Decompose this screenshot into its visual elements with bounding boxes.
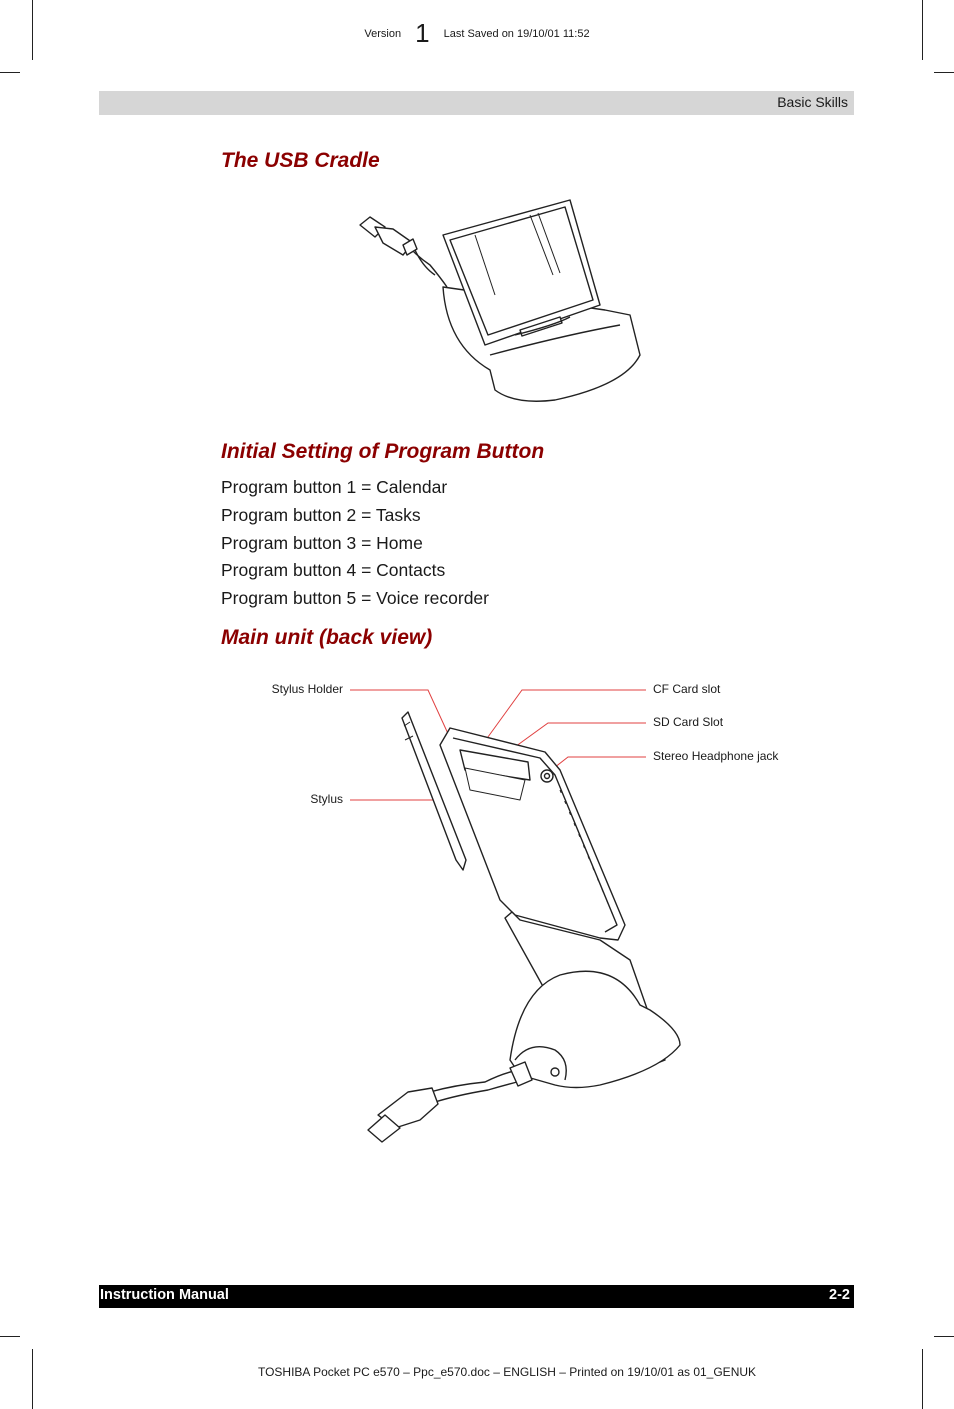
crop-mark xyxy=(922,0,923,60)
chapter-title: Basic Skills xyxy=(777,94,848,110)
manual-title: Instruction Manual xyxy=(100,1287,229,1303)
program-button-list: Program button 1 = Calendar Program butt… xyxy=(221,474,489,613)
version-label: Version xyxy=(364,28,402,40)
callout-headphone-jack: Stereo Headphone jack xyxy=(653,749,779,763)
crop-mark xyxy=(0,1336,20,1337)
running-footer: Instruction Manual 2-2 xyxy=(99,1285,854,1308)
callout-sd-card-slot: SD Card Slot xyxy=(653,715,724,729)
list-item: Program button 3 = Home xyxy=(221,532,423,553)
list-item: Program button 2 = Tasks xyxy=(221,504,421,525)
crop-mark xyxy=(0,72,20,73)
callout-stylus-holder: Stylus Holder xyxy=(271,682,343,696)
back-view-heading: Main unit (back view) xyxy=(221,626,433,649)
last-saved: Last Saved on 19/10/01 11:52 xyxy=(443,28,590,40)
version-line: Version 1 Last Saved on 19/10/01 11:52 xyxy=(0,18,954,49)
callout-cf-card-slot: CF Card slot xyxy=(653,682,721,696)
crop-mark xyxy=(922,1349,923,1409)
running-header: Basic Skills xyxy=(99,91,854,115)
callout-stylus: Stylus xyxy=(310,792,343,806)
list-item: Program button 1 = Calendar xyxy=(221,477,448,497)
crop-mark xyxy=(934,1336,954,1337)
callout-leader-lines xyxy=(350,689,646,801)
print-info: TOSHIBA Pocket PC e570 – Ppc_e570.doc – … xyxy=(257,1365,757,1379)
usb-cradle-heading: The USB Cradle xyxy=(221,149,380,172)
crop-mark xyxy=(32,0,33,60)
crop-mark xyxy=(934,72,954,73)
usb-cradle-illustration xyxy=(359,199,641,402)
program-button-heading: Initial Setting of Program Button xyxy=(221,440,545,463)
crop-mark xyxy=(32,1349,33,1409)
list-item: Program button 5 = Voice recorder xyxy=(221,588,489,609)
version-number: 1 xyxy=(415,18,430,48)
list-item: Program button 4 = Contacts xyxy=(221,560,446,581)
page-number: 2-2 xyxy=(829,1287,850,1303)
